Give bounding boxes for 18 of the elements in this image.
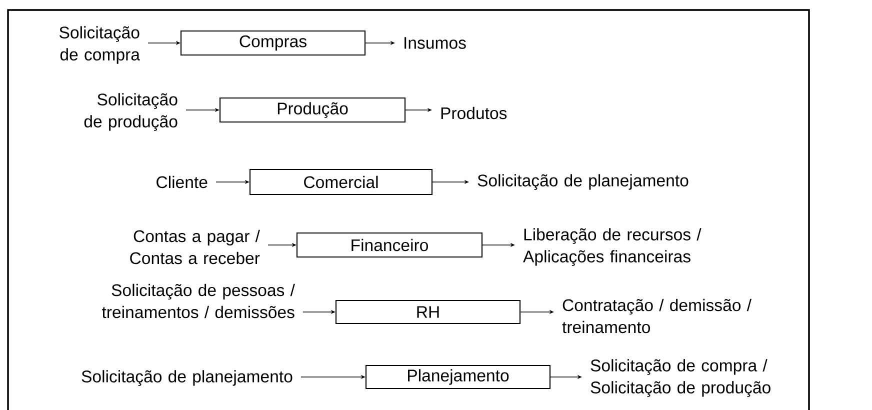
input-label: Cliente: [156, 176, 208, 188]
process-box: Planejamento: [365, 364, 551, 390]
process-box: Financeiro: [296, 232, 483, 258]
input-label: Contas a pagar / Contas a receber: [130, 230, 260, 264]
output-label: Produtos: [441, 106, 507, 120]
output-label: Solicitação de planejamento: [478, 174, 688, 190]
input-label: Solicitação de produção: [84, 93, 178, 131]
output-label: Contratação / demissão / treinamento: [562, 298, 752, 334]
output-label: Liberação de recursos / Aplicações financeiras: [523, 228, 702, 266]
output-label: Solicitação de compra / Solicitação de produção: [590, 359, 770, 397]
process-box: RH: [335, 300, 521, 324]
input-label: Solicitação de planejamento: [82, 370, 292, 386]
process-box: Compras: [180, 30, 366, 56]
input-label: Solicitação de compra: [60, 26, 140, 64]
process-box: Produção: [219, 97, 406, 123]
process-box: Comercial: [249, 168, 433, 196]
input-label: Solicitação de pessoas / treinamentos / demissões: [102, 284, 295, 318]
output-label: Insumos: [404, 37, 466, 49]
